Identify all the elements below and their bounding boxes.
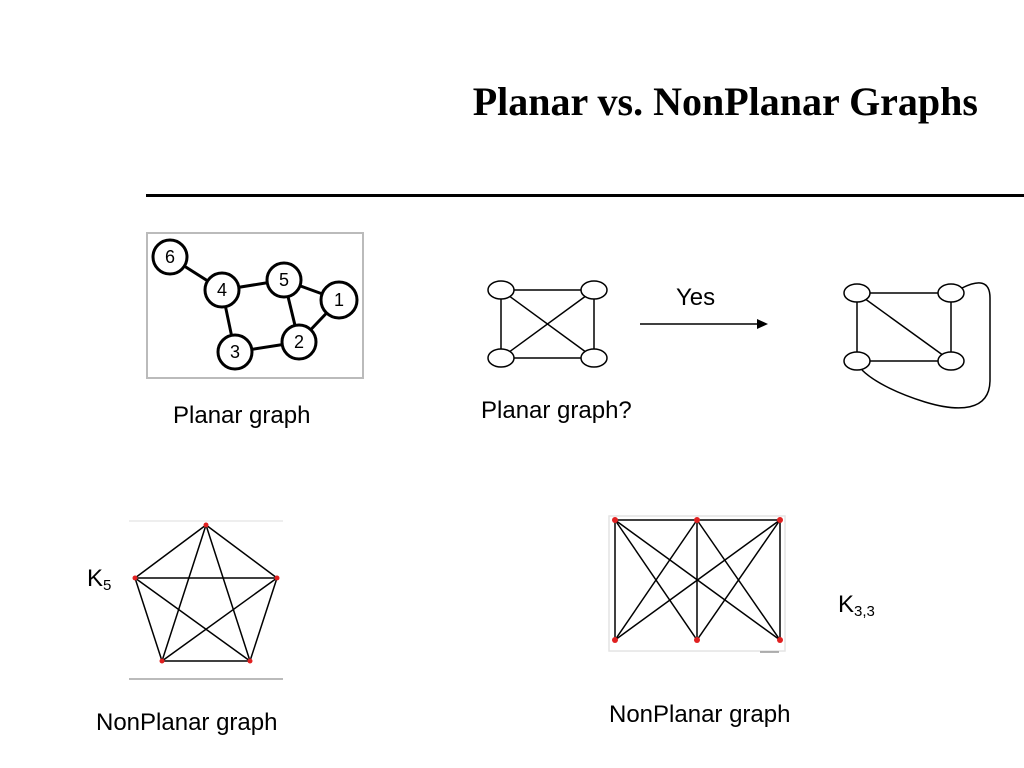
k5-label: K5 (87, 565, 111, 600)
vertex-3-label: 3 (230, 342, 240, 362)
yes-label: Yes (676, 284, 716, 311)
vertex (580, 280, 608, 300)
vertex (580, 348, 608, 368)
vertex-4 (203, 271, 241, 309)
vertex (937, 283, 965, 303)
graph-k5 (129, 520, 283, 680)
k33-label-main: K (838, 591, 855, 618)
vertex-3 (216, 333, 254, 371)
vertex (203, 522, 209, 528)
vertex-2 (280, 323, 318, 361)
vertex (487, 348, 515, 368)
graph-k4-crossing (487, 280, 608, 368)
vertex (612, 637, 618, 643)
planar-graph-caption: Planar graph (173, 402, 311, 429)
k5-label-sub: 5 (103, 577, 112, 594)
vertex (777, 637, 783, 643)
slide-title: Planar vs. NonPlanar Graphs (472, 79, 978, 124)
vertex (694, 637, 700, 643)
graph-edges (500, 289, 595, 359)
vertex-1 (319, 280, 359, 320)
graph-planar-labeled: 6 4 5 1 3 2 (146, 232, 364, 379)
vertex-6 (151, 238, 189, 276)
vertex-6-label: 6 (165, 247, 175, 267)
graph-edges (856, 282, 991, 409)
vertex (247, 658, 253, 664)
vertex (159, 658, 165, 664)
vertex (274, 575, 280, 581)
vertex (937, 351, 965, 371)
title-rule (146, 194, 1024, 197)
k33-label: K3,3 (838, 591, 875, 626)
k33-label-sub: 3,3 (854, 603, 875, 620)
k5-label-main: K (87, 565, 104, 592)
k5-caption: NonPlanar graph (96, 709, 278, 736)
vertex-5 (265, 261, 303, 299)
graph-edges (134, 524, 278, 662)
vertex-2-label: 2 (294, 332, 304, 352)
vertex (843, 351, 871, 371)
transform-arrow (640, 319, 768, 329)
graph-k33 (608, 515, 786, 653)
vertex-1-label: 1 (334, 290, 344, 310)
k33-caption: NonPlanar graph (609, 701, 791, 728)
vertex-4-label: 4 (217, 280, 227, 300)
graph-k4-planar (843, 282, 991, 409)
vertex-5-label: 5 (279, 270, 289, 290)
vertex (777, 517, 783, 523)
planar-question-caption: Planar graph? (481, 397, 632, 424)
vertex (843, 283, 871, 303)
graph-edges (614, 519, 781, 641)
vertex (612, 517, 618, 523)
vertex (694, 517, 700, 523)
vertex (132, 575, 138, 581)
vertex (487, 280, 515, 300)
